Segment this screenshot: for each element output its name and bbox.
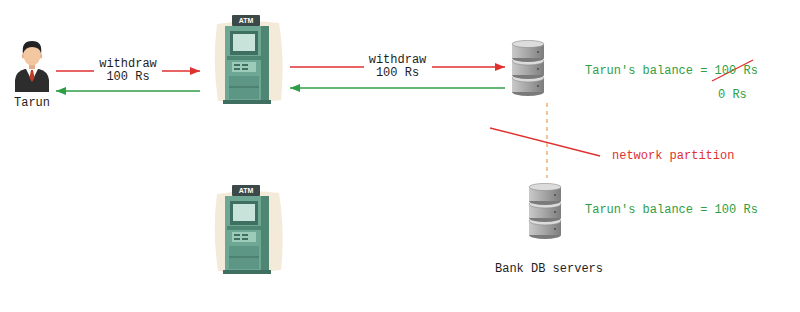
connector-arrow [56,90,200,91]
balance-text: 0 Rs [718,88,747,102]
database-server-graphic [526,183,564,241]
atm-machine: ATM [205,14,285,106]
person-icon: Tarun [13,38,51,92]
atm-sign: ATM [232,185,260,196]
atm-machine-graphic [205,184,285,276]
edge-label: withdraw 100 Rs [364,53,432,81]
edge-label: withdraw 100 Rs [94,57,162,85]
atm-machine-graphic [205,14,285,106]
group-caption: Bank DB servers [495,262,603,276]
atm-sign: ATM [232,15,260,26]
balance-text: Tarun's balance = 100 Rs [585,64,758,78]
partition-line [490,128,600,156]
connector-arrow [290,87,505,88]
database-server: Tarun's balance = 100 Rs0 Rs [510,40,546,98]
database-server-graphic [510,40,546,98]
database-server: Tarun's balance = 100 Rs [526,183,564,241]
person-name: Tarun [2,96,62,110]
balance-text: Tarun's balance = 100 Rs [585,203,758,217]
person-icon-graphic [13,38,51,92]
connector-arrow [546,103,547,178]
atm-machine: ATM [205,184,285,276]
partition-label: network partition [612,149,734,163]
